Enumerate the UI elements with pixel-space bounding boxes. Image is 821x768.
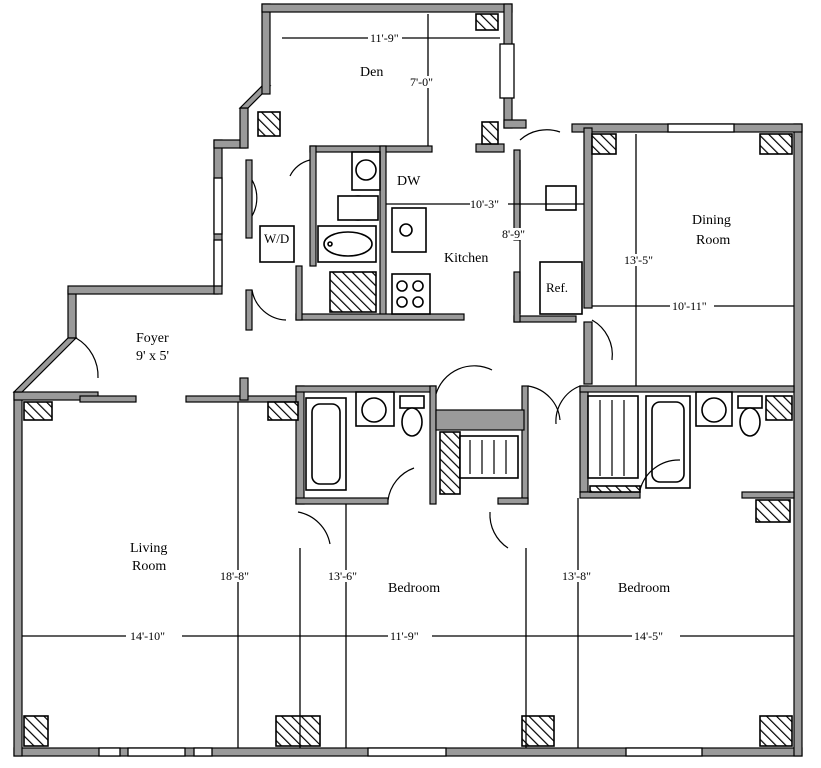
room-label-living-line1: Living	[130, 541, 167, 556]
room-label-bedroom-2: Bedroom	[618, 581, 670, 596]
appliance-label-refrigerator: Ref.	[546, 280, 568, 295]
dim-dining-width: 10'-11"	[672, 299, 707, 313]
room-label-living-line2: Room	[132, 559, 166, 574]
dim-dining-depth: 13'-5"	[624, 253, 653, 267]
hatched-elements	[23, 13, 793, 747]
dim-kitchen-width: 10'-3"	[470, 197, 499, 211]
door-swings	[75, 129, 681, 549]
room-label-dining-line2: Room	[696, 233, 730, 248]
room-label-bedroom-1: Bedroom	[388, 581, 440, 596]
dimension-labels: 11'-9" 7'-0" 10'-3" 8'-9" 13'-5" 10'-11"…	[126, 31, 714, 643]
interior-walls	[79, 127, 795, 505]
dim-kitchen-depth: 8'-9"	[502, 227, 525, 241]
dim-den-width: 11'-9"	[370, 31, 399, 45]
dim-bedroom1-width: 11'-9"	[390, 629, 419, 643]
room-label-den: Den	[360, 65, 383, 80]
appliance-label-dishwasher: DW	[397, 174, 421, 189]
room-label-foyer-line2: 9' x 5'	[136, 349, 169, 364]
windows	[98, 43, 735, 757]
appliance-label-washer-dryer: W/D	[264, 231, 289, 246]
room-label-kitchen: Kitchen	[444, 251, 488, 266]
room-labels: Den Kitchen Dining Room Foyer 9' x 5' Li…	[130, 65, 731, 596]
dim-bedroom2-width: 14'-5"	[634, 629, 663, 643]
dim-den-depth: 7'-0"	[410, 75, 433, 89]
dim-living-width: 14'-10"	[130, 629, 165, 643]
dim-bedroom1-depth: 13'-6"	[328, 569, 357, 583]
exterior-walls	[12, 3, 803, 757]
dim-living-depth: 18'-8"	[220, 569, 249, 583]
room-label-dining-line1: Dining	[692, 213, 731, 228]
room-label-foyer-line1: Foyer	[136, 331, 169, 346]
dim-bedroom2-depth: 13'-8"	[562, 569, 591, 583]
fixtures	[259, 151, 763, 491]
